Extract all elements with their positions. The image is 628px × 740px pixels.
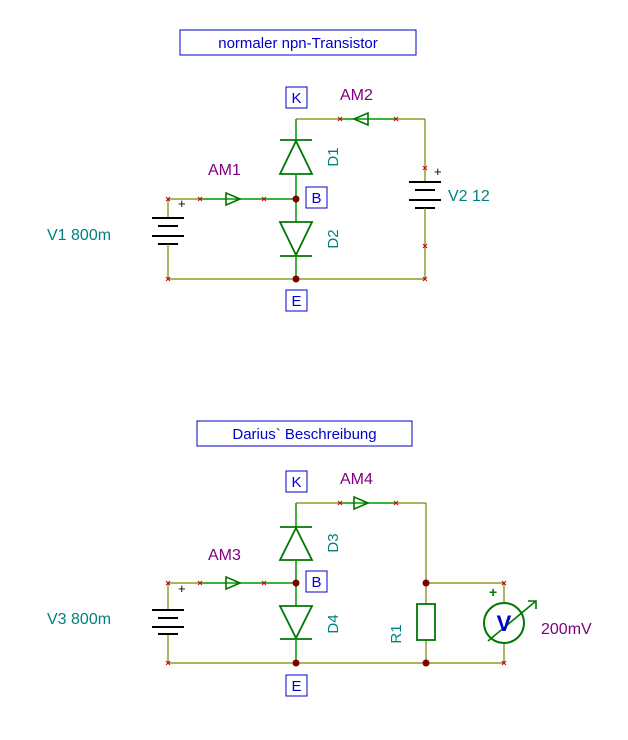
diode-d3: D3	[278, 503, 342, 583]
voltmeter-plus: +	[489, 584, 497, 600]
battery-v1: + V1 800m	[47, 196, 186, 246]
battery-v2-plus: +	[434, 164, 442, 179]
voltmeter: V + 200mV	[483, 584, 592, 644]
ammeter-am2-label: AM2	[340, 87, 373, 104]
node-e1: E	[285, 289, 308, 312]
circuit-1-title: normaler npn-Transistor	[179, 29, 417, 56]
diode-d4-label: D4	[325, 614, 342, 633]
circuit-2-title-text: Darius` Beschreibung	[232, 426, 376, 443]
resistor-r1-label: R1	[388, 624, 405, 643]
node-b1-label: B	[311, 190, 321, 207]
node-k1: K	[285, 86, 308, 109]
junction-b1	[292, 195, 300, 203]
circuit-2-wires	[167, 502, 505, 664]
diode-d2: D2	[278, 199, 342, 279]
diode-d3-label: D3	[325, 533, 342, 552]
junction-r1-bottom	[422, 659, 430, 667]
battery-v1-plus: +	[178, 196, 186, 211]
diode-d2-label: D2	[325, 229, 342, 248]
battery-v1-label: V1 800m	[47, 227, 111, 244]
pin-markers-1	[165, 116, 428, 282]
battery-v3-label: V3 800m	[47, 611, 111, 628]
ammeter-am4-label: AM4	[340, 471, 373, 488]
node-b1: B	[305, 186, 328, 209]
junction-e2	[292, 659, 300, 667]
pin-markers-2	[165, 500, 507, 666]
node-k1-label: K	[291, 90, 301, 107]
junction-b2	[292, 579, 300, 587]
node-b2-label: B	[311, 574, 321, 591]
circuit-1: normaler npn-Transistor AM1 AM2	[47, 29, 490, 312]
ammeter-am4: AM4	[340, 471, 396, 511]
node-k2-label: K	[291, 474, 301, 491]
battery-v3-plus: +	[178, 581, 186, 596]
node-e2-label: E	[291, 678, 301, 695]
circuit-2-title: Darius` Beschreibung	[196, 420, 413, 447]
ammeter-am1-label: AM1	[208, 162, 241, 179]
voltmeter-reading: 200mV	[541, 621, 592, 638]
battery-v2-label: V2 12	[448, 188, 490, 205]
node-k2: K	[285, 470, 308, 493]
node-e2: E	[285, 674, 308, 697]
ammeter-am3: AM3	[200, 547, 296, 591]
diode-d1: D1	[278, 119, 342, 199]
ammeter-am3-label: AM3	[208, 547, 241, 564]
ammeter-am1: AM1	[200, 162, 296, 207]
junction-r1-top	[422, 579, 430, 587]
ammeter-am2: AM2	[340, 87, 396, 127]
diode-d1-label: D1	[325, 147, 342, 166]
diode-d4: D4	[278, 583, 342, 663]
circuit-1-title-text: normaler npn-Transistor	[218, 35, 378, 52]
voltmeter-symbol: V	[497, 611, 512, 636]
junction-e1	[292, 275, 300, 283]
node-e1-label: E	[291, 293, 301, 310]
battery-v3: + V3 800m	[47, 581, 186, 635]
circuit-2: Darius` Beschreibung AM3 AM4	[47, 420, 592, 697]
resistor-r1: R1	[388, 603, 436, 644]
battery-v2: + V2 12	[409, 164, 490, 213]
node-b2: B	[305, 570, 328, 593]
